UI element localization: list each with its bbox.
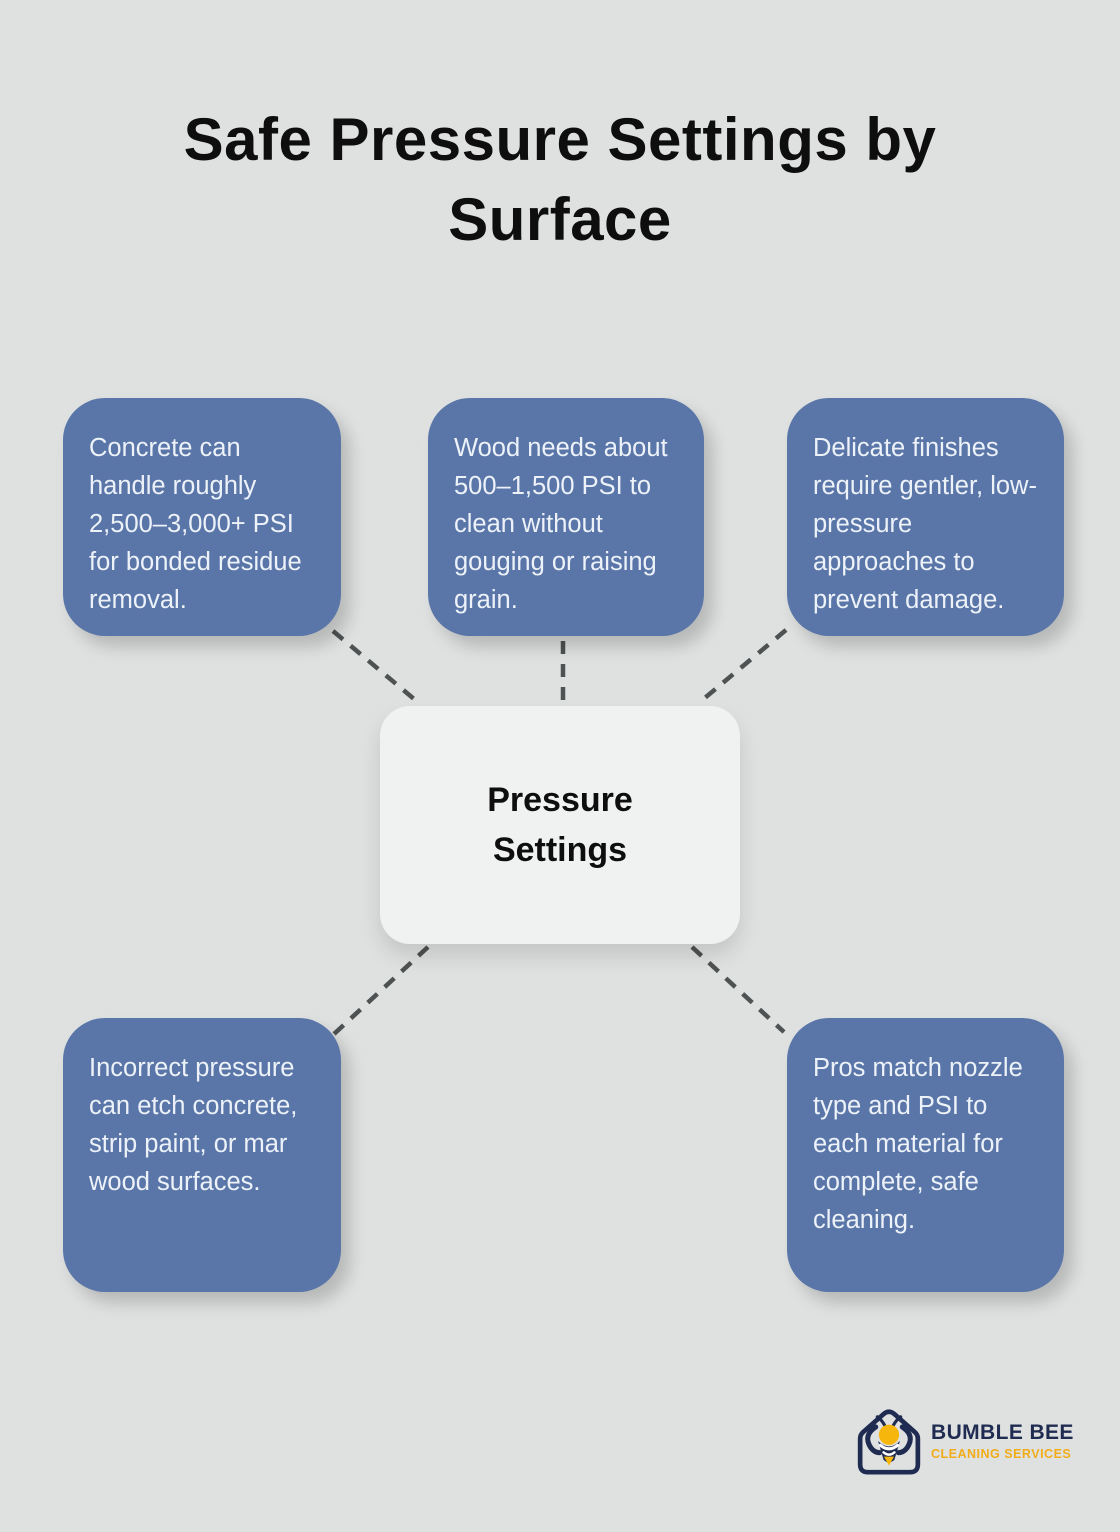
connector-bottom-right [690, 945, 786, 1034]
card-pros: Pros match nozzle type and PSI to each m… [787, 1018, 1064, 1292]
connector-top-right [698, 628, 788, 704]
brand-logo: BUMBLE BEE CLEANING SERVICES [850, 1398, 1074, 1484]
page-title: Safe Pressure Settings by Surface [0, 100, 1120, 260]
logo-tagline: CLEANING SERVICES [931, 1447, 1072, 1461]
card-wood-text: Wood needs about 500–1,500 PSI to clean … [454, 434, 668, 614]
connector-top-left [331, 629, 422, 706]
logo-text-block: BUMBLE BEE CLEANING SERVICES [931, 1421, 1074, 1461]
card-concrete-text: Concrete can handle roughly 2,500–3,000+… [89, 434, 302, 614]
center-node-line-1: Pressure [487, 781, 633, 819]
center-node-pressure-settings: Pressure Settings [380, 706, 740, 944]
page-title-line-2: Surface [448, 185, 672, 253]
card-incorrect-pressure-text: Incorrect pressure can etch concrete, st… [89, 1054, 298, 1196]
card-delicate-finishes-text: Delicate finishes require gentler, low-p… [813, 434, 1037, 614]
page-title-line-1: Safe Pressure Settings by [183, 106, 937, 173]
logo-brand-name: BUMBLE BEE [931, 1421, 1074, 1444]
center-node-line-2: Settings [492, 831, 628, 869]
card-concrete: Concrete can handle roughly 2,500–3,000+… [63, 398, 341, 636]
card-incorrect-pressure: Incorrect pressure can etch concrete, st… [63, 1018, 341, 1292]
bee-in-house-icon [857, 1409, 921, 1475]
card-delicate-finishes: Delicate finishes require gentler, low-p… [787, 398, 1064, 636]
card-wood: Wood needs about 500–1,500 PSI to clean … [428, 398, 704, 636]
card-pros-text: Pros match nozzle type and PSI to each m… [813, 1054, 1023, 1234]
connector-bottom-left [332, 945, 430, 1036]
